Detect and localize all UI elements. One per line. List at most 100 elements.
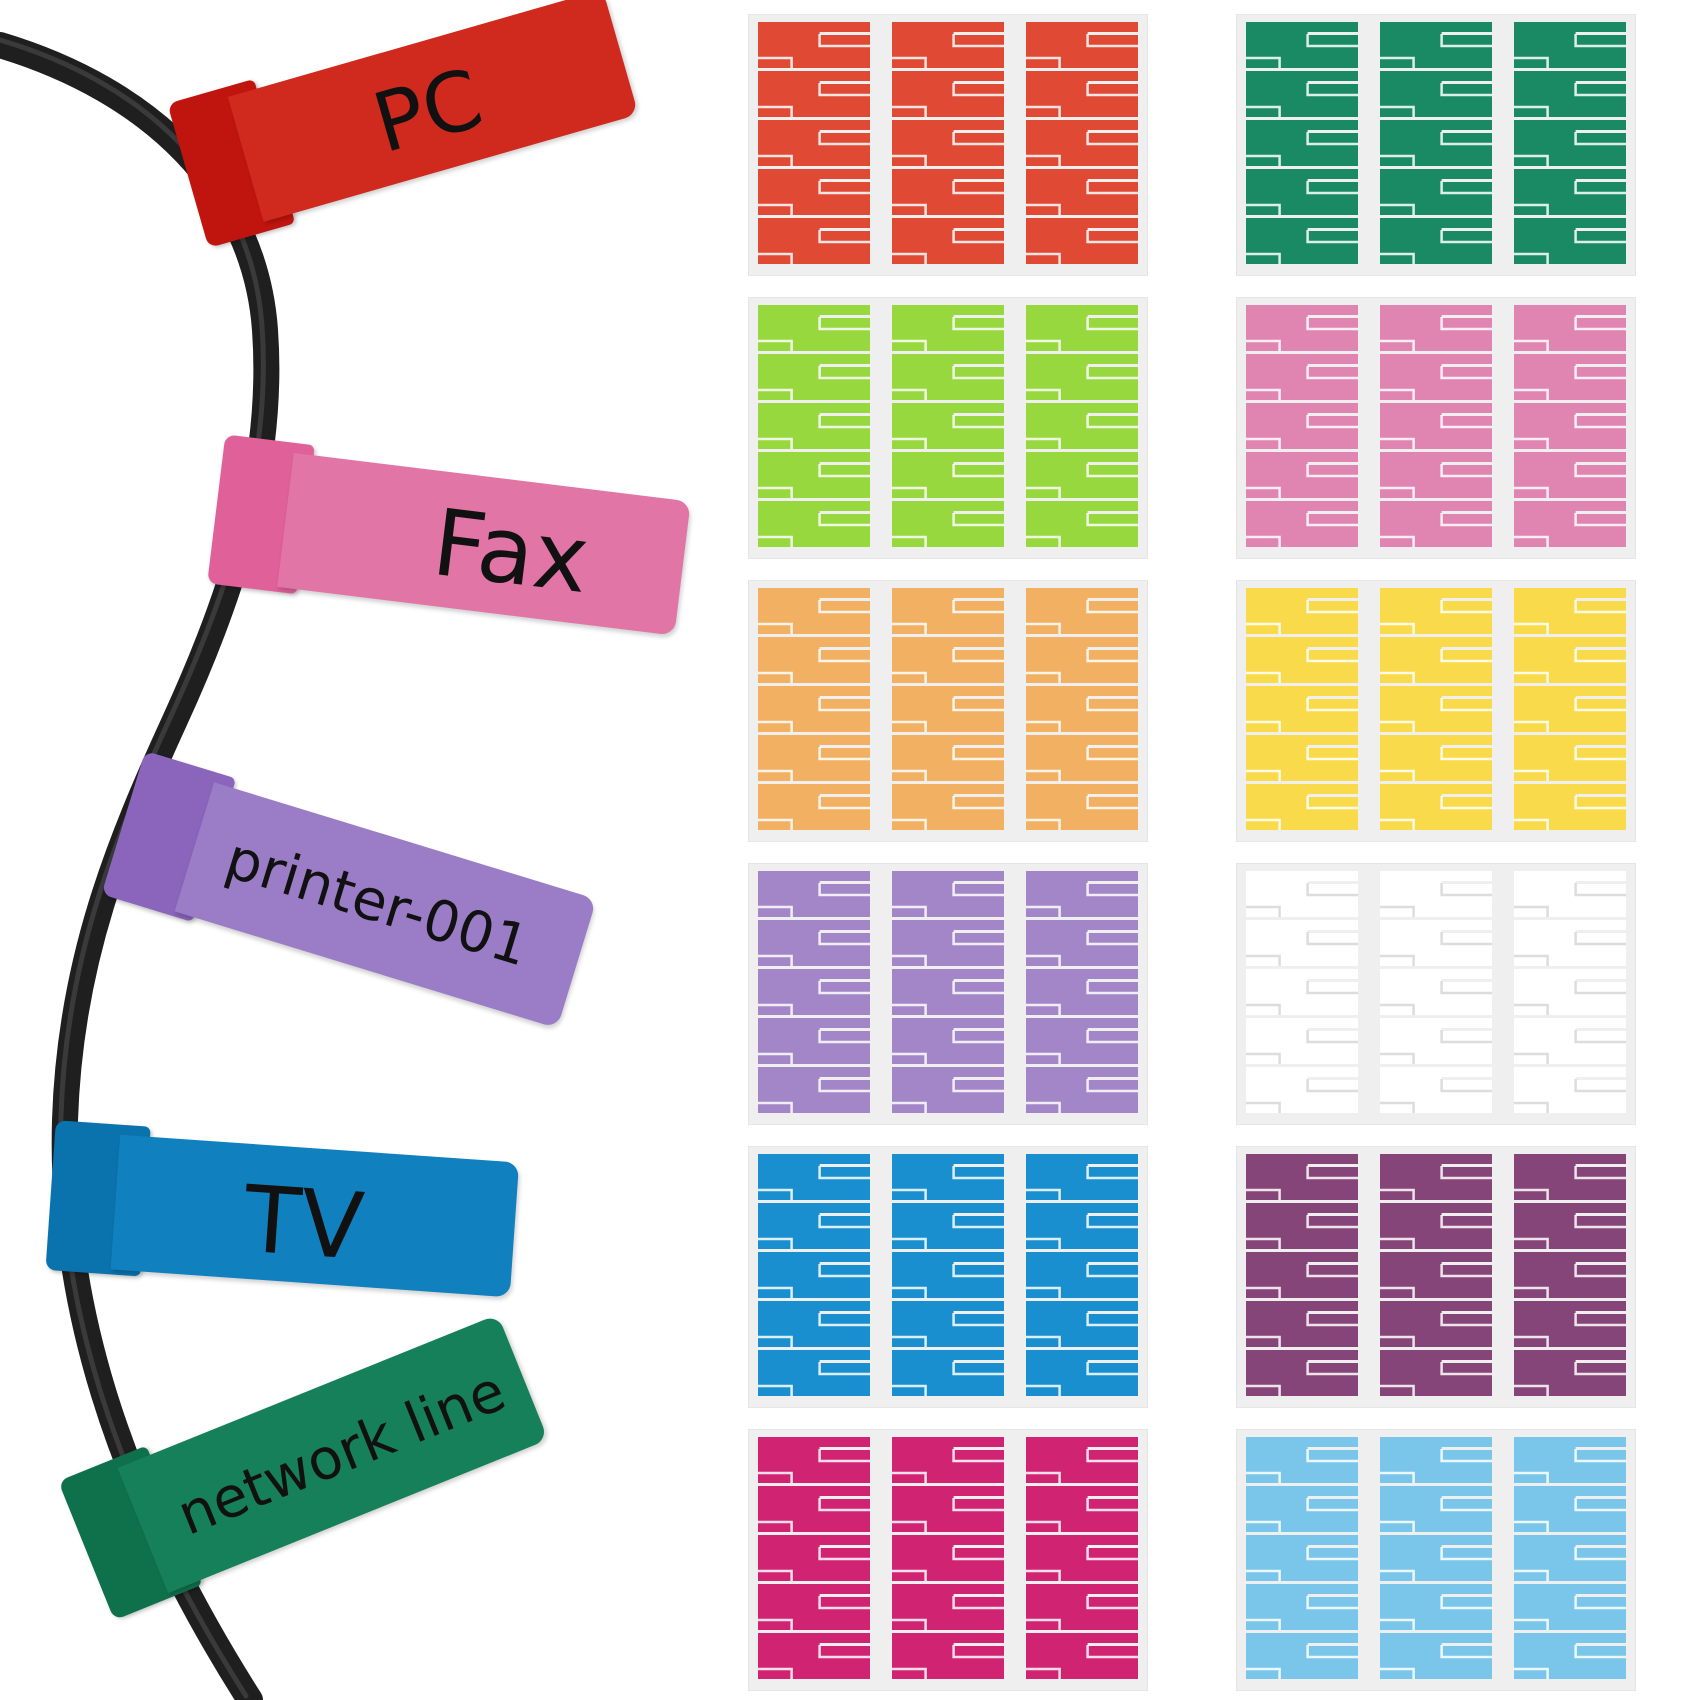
cable-label xyxy=(758,1067,870,1113)
cable-label xyxy=(1380,1350,1492,1396)
cable-label xyxy=(1514,686,1626,732)
cable-label xyxy=(1246,120,1358,166)
cable-label xyxy=(1380,920,1492,966)
cable-label xyxy=(1246,969,1358,1015)
cable-label xyxy=(1380,305,1492,351)
cable-label xyxy=(1246,1535,1358,1581)
cable-label xyxy=(892,1203,1004,1249)
cable-label xyxy=(1514,403,1626,449)
cable-label xyxy=(1380,871,1492,917)
cable-label xyxy=(1246,784,1358,830)
cable-label xyxy=(1246,218,1358,264)
cable-label xyxy=(1514,588,1626,634)
cable-label xyxy=(1026,686,1138,732)
cable-label xyxy=(1026,71,1138,117)
cable-label xyxy=(1026,1154,1138,1200)
cable-label xyxy=(892,1584,1004,1630)
cable-label xyxy=(1380,1584,1492,1630)
cable-label xyxy=(1026,871,1138,917)
cable-label xyxy=(1246,871,1358,917)
cable-label xyxy=(892,686,1004,732)
cable-label xyxy=(1380,1437,1492,1483)
tag-label: Fax xyxy=(427,489,595,615)
cable-label xyxy=(1380,452,1492,498)
cable-label xyxy=(1026,1252,1138,1298)
cable-label xyxy=(1380,169,1492,215)
cable-label xyxy=(758,871,870,917)
cable-label xyxy=(1380,1633,1492,1679)
cable-label xyxy=(758,169,870,215)
cable-label xyxy=(1380,1535,1492,1581)
cable-label xyxy=(1246,1437,1358,1483)
cable-label xyxy=(1514,1486,1626,1532)
cable-label xyxy=(892,403,1004,449)
cable-label xyxy=(892,1486,1004,1532)
cable-label xyxy=(1026,1067,1138,1113)
cable-label xyxy=(758,452,870,498)
cable-label xyxy=(1514,969,1626,1015)
cable-label xyxy=(892,1067,1004,1113)
cable-label xyxy=(1026,784,1138,830)
label-sheet xyxy=(1236,297,1636,559)
cable-label xyxy=(1514,22,1626,68)
cable-label xyxy=(1026,120,1138,166)
cable-label xyxy=(892,1437,1004,1483)
cable-label xyxy=(892,637,1004,683)
cable-label xyxy=(758,1535,870,1581)
cable-label xyxy=(1246,1486,1358,1532)
cable-label xyxy=(758,1633,870,1679)
cable-label xyxy=(892,1252,1004,1298)
tag-label: TV xyxy=(240,1165,368,1281)
cable-label xyxy=(1514,1535,1626,1581)
cable-label xyxy=(892,120,1004,166)
cable-label xyxy=(758,969,870,1015)
cable-label xyxy=(1026,1535,1138,1581)
label-sheet xyxy=(748,580,1148,842)
cable-label xyxy=(1026,1486,1138,1532)
cable-label xyxy=(1514,120,1626,166)
cable-label xyxy=(1026,969,1138,1015)
cable-label xyxy=(758,71,870,117)
cable-label xyxy=(1246,71,1358,117)
cable-label xyxy=(1380,1018,1492,1064)
cable-label xyxy=(1514,1067,1626,1113)
cable-label xyxy=(1246,588,1358,634)
cable-label xyxy=(758,218,870,264)
cable-label xyxy=(1514,452,1626,498)
label-sheet xyxy=(748,14,1148,276)
cable-label xyxy=(1026,22,1138,68)
cable-label xyxy=(1026,1350,1138,1396)
cable-label xyxy=(892,501,1004,547)
cable-label xyxy=(1514,218,1626,264)
cable-label xyxy=(892,784,1004,830)
cable-label xyxy=(1246,22,1358,68)
cable-label xyxy=(892,588,1004,634)
cable-label xyxy=(758,501,870,547)
label-sheet xyxy=(1236,1429,1636,1691)
cable-label xyxy=(1514,71,1626,117)
cable-label xyxy=(1026,588,1138,634)
cable-label xyxy=(1026,218,1138,264)
cable-label xyxy=(1380,71,1492,117)
cable-label xyxy=(758,637,870,683)
cable-label xyxy=(1380,784,1492,830)
cable-label xyxy=(892,1535,1004,1581)
label-sheet xyxy=(748,1429,1148,1691)
cable-label xyxy=(1026,1203,1138,1249)
cable-label xyxy=(1514,871,1626,917)
cable-label xyxy=(1514,305,1626,351)
label-sheet xyxy=(748,297,1148,559)
cable-label xyxy=(758,735,870,781)
cable-label xyxy=(758,1203,870,1249)
cable-label xyxy=(1380,1486,1492,1532)
cable-label xyxy=(1246,920,1358,966)
cable-label xyxy=(758,784,870,830)
cable-label xyxy=(1514,354,1626,400)
cable-label xyxy=(1026,920,1138,966)
cable-label xyxy=(758,686,870,732)
cable-label xyxy=(758,1350,870,1396)
cable-label xyxy=(1380,969,1492,1015)
cable-label xyxy=(1380,588,1492,634)
cable-label xyxy=(1246,1018,1358,1064)
cable-label xyxy=(892,969,1004,1015)
